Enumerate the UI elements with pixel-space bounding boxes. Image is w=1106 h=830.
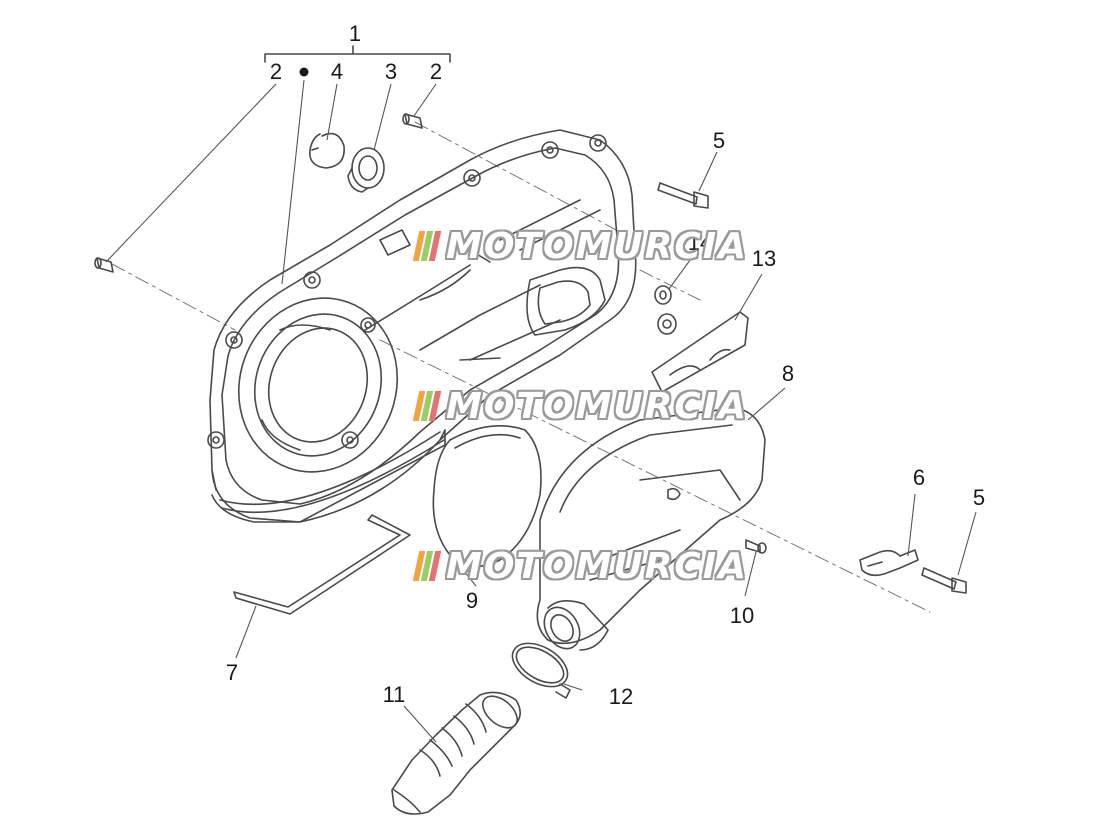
- bearing: [347, 147, 385, 193]
- callout-2-right: 2: [429, 59, 443, 84]
- air-filter-housing: [536, 407, 766, 651]
- screw: [745, 539, 767, 554]
- watermark-text: MOTOMURCIA: [446, 385, 749, 427]
- bullet-marker: [299, 67, 309, 77]
- badge-plate: [651, 311, 749, 393]
- watermark-bottom: MOTOMURCIA: [412, 545, 749, 587]
- watermark-flag-icon: [412, 231, 443, 261]
- watermark-text: MOTOMURCIA: [446, 225, 749, 267]
- callout-6: 6: [912, 465, 926, 490]
- callout-3: 3: [384, 59, 398, 84]
- callout-5-upper: 5: [712, 128, 726, 153]
- rubber-grommet-lower: [657, 313, 677, 335]
- callout-9: 9: [465, 588, 479, 613]
- hose-clamp: [511, 642, 571, 699]
- watermark-middle: MOTOMURCIA: [412, 385, 749, 427]
- clutch-cover-ring-inner: [267, 327, 369, 443]
- callout-5-lower: 5: [972, 485, 986, 510]
- callout-10: 10: [729, 603, 755, 628]
- intake-sleeve: [391, 691, 521, 815]
- breather-hose: [233, 514, 411, 615]
- callout-7: 7: [225, 660, 239, 685]
- callout-4: 4: [330, 59, 344, 84]
- bracket: [859, 549, 919, 577]
- watermark-text: MOTOMURCIA: [446, 545, 749, 587]
- callout-12: 12: [608, 684, 634, 709]
- dowel-pin-top: [402, 113, 423, 129]
- bolt-upper: [657, 182, 709, 209]
- filter-inlet: [543, 606, 581, 650]
- bolt-lower: [921, 567, 967, 594]
- callout-2-left: 2: [269, 59, 283, 84]
- transmission-cover: [207, 129, 637, 523]
- clutch-cover-ring-mid: [253, 313, 383, 457]
- alignment-axes: [111, 121, 931, 613]
- cover-vent: [526, 266, 606, 336]
- leader-lines: [105, 79, 977, 743]
- dowel-pin-left: [94, 257, 114, 273]
- clutch-cover-ring-outer: [237, 297, 399, 473]
- callout-14: 14: [687, 230, 713, 255]
- watermark-flag-icon: [412, 391, 443, 421]
- cover-gasket: [432, 424, 542, 568]
- callout-11: 11: [382, 682, 406, 707]
- callout-13: 13: [751, 246, 777, 271]
- assembly-bracket: [264, 45, 451, 63]
- callout-1: 1: [348, 21, 362, 46]
- circlip: [309, 132, 345, 169]
- rubber-grommet-upper: [654, 285, 672, 305]
- watermark-top: MOTOMURCIA: [412, 225, 749, 267]
- callout-8: 8: [781, 361, 795, 386]
- watermark-flag-icon: [412, 551, 443, 581]
